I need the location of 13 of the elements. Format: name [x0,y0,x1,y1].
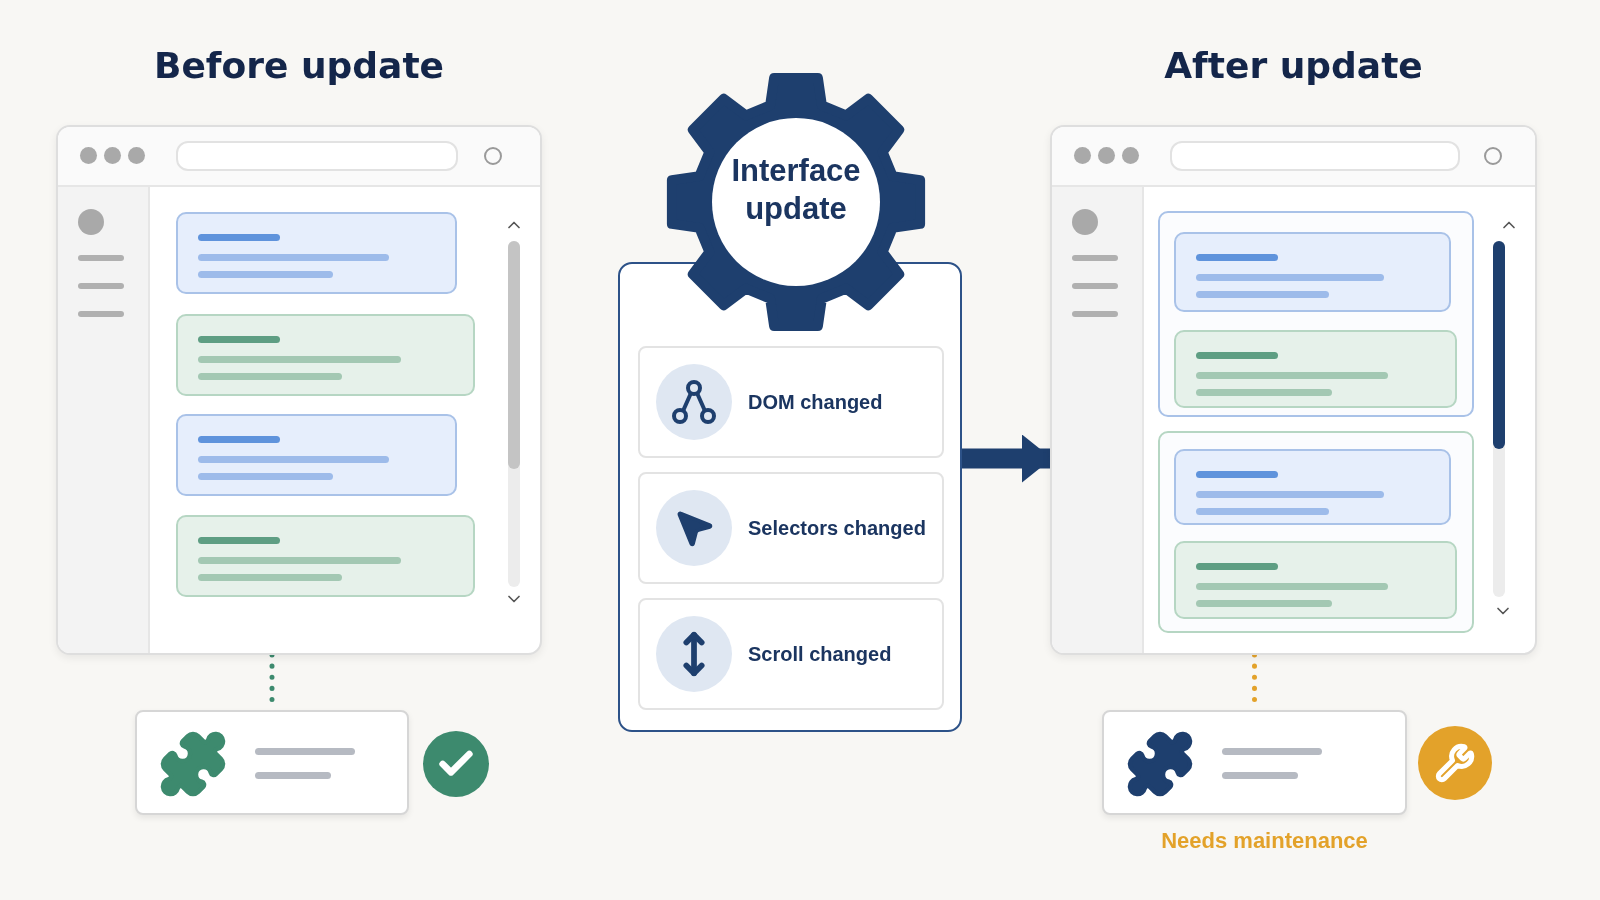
heading: After update [1163,45,1424,86]
change-card [638,472,944,584]
status-label: Needs maintenance [1161,828,1368,854]
item-label: Scroll changed [748,642,892,666]
change-card [638,346,944,458]
change-card [638,598,944,710]
arrow [962,434,1052,483]
extension-card [135,710,409,815]
item-label: Selectors changed [748,516,926,540]
item-label: DOM changed [748,390,883,414]
gear-label: Interface update [730,152,862,228]
heading: Before update [152,45,445,86]
extension-card [1102,710,1407,815]
